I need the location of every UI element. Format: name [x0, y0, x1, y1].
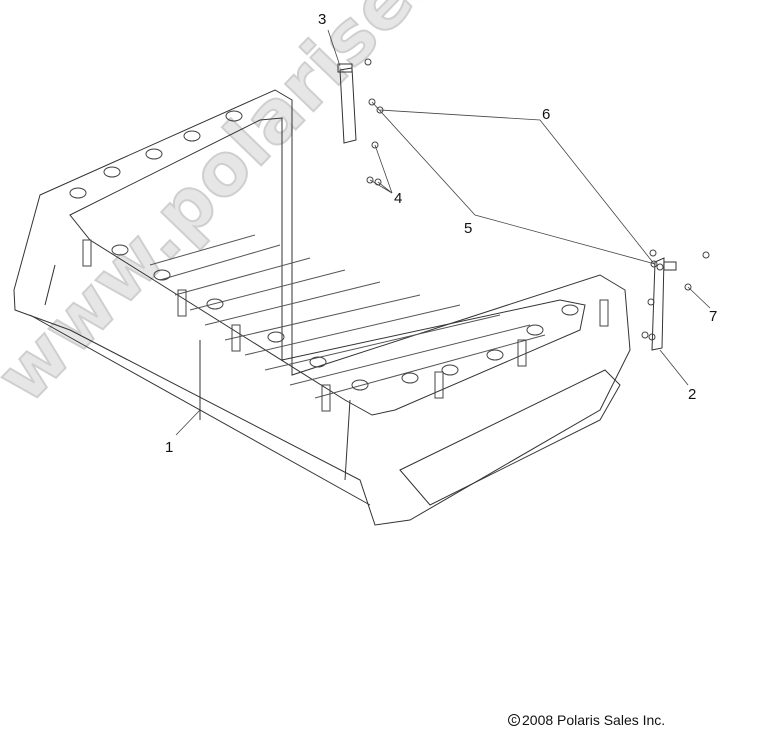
callout-5: 5 [464, 220, 473, 237]
callout-2: 2 [688, 386, 697, 403]
callout-4: 4 [394, 190, 403, 207]
copyright-icon: c [508, 714, 520, 726]
leader-lines [175, 29, 711, 436]
fasteners [364, 58, 710, 341]
cargo-box [13, 89, 631, 526]
callout-3: 3 [318, 11, 327, 28]
copyright-text: 2008 Polaris Sales Inc. [522, 712, 666, 728]
bracket-left [337, 63, 357, 144]
callout-6: 6 [542, 106, 551, 123]
callout-7: 7 [709, 308, 718, 325]
callout-1: 1 [165, 439, 174, 456]
bracket-right [651, 257, 677, 351]
